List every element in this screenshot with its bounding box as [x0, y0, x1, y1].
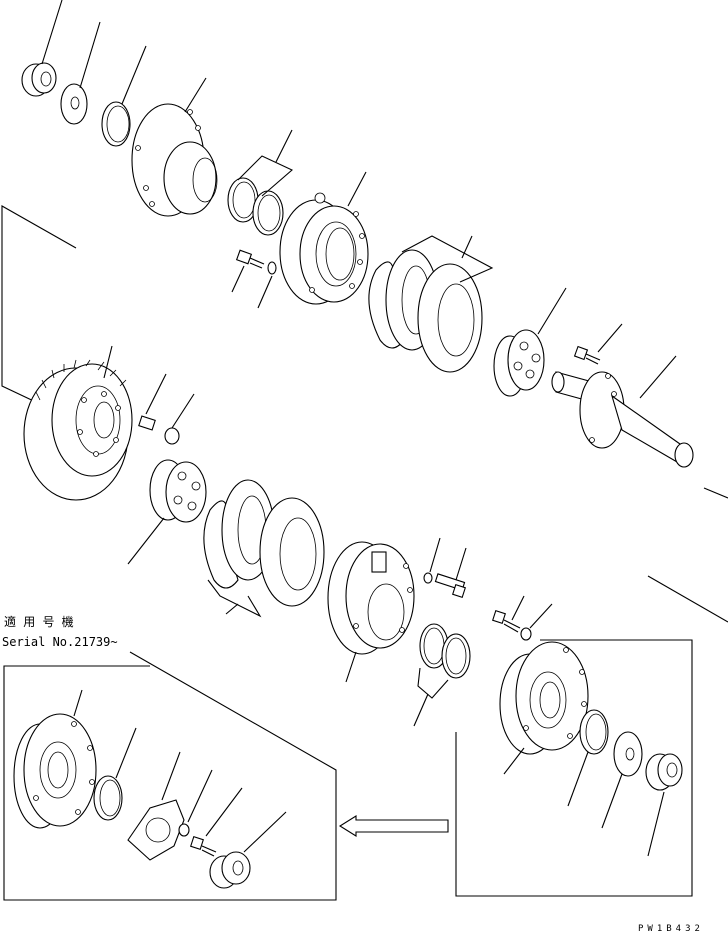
part-lock-plate-variant	[127, 751, 185, 861]
part-bearing-top	[493, 287, 567, 397]
serial-number-text: Serial No.21739~	[2, 635, 118, 649]
part-nut-variant	[209, 811, 287, 889]
part-snap-ring-top	[101, 45, 147, 147]
part-nut-top	[21, 0, 63, 97]
part-bolt-mid	[423, 537, 467, 598]
serial-applicable-label: 適 用 号 機	[4, 614, 74, 629]
part-bolt-shaft	[573, 323, 623, 365]
part-cage-housing	[279, 171, 369, 305]
part-shims-top	[368, 235, 494, 373]
part-bolt-variant	[190, 787, 243, 857]
part-shims-mid	[203, 479, 325, 618]
part-orings-top	[227, 129, 294, 236]
part-nut-lower	[645, 753, 683, 857]
part-hub-variant	[13, 689, 97, 829]
part-snap-ring-lower	[567, 709, 609, 807]
part-lock-washer	[60, 21, 101, 125]
part-output-shaft	[551, 355, 694, 468]
part-hub-lower	[499, 641, 589, 775]
part-washer-lower	[601, 731, 643, 829]
part-gear-nut	[164, 393, 195, 445]
part-bearing-mid	[127, 459, 207, 565]
part-washer-variant	[178, 769, 213, 837]
part-bolt-mid-top	[231, 249, 277, 309]
drawing-id: PW1B432	[638, 924, 704, 934]
part-bolt-lower	[492, 595, 553, 641]
part-snap-ring-variant	[93, 727, 137, 821]
part-orings-mid	[413, 623, 471, 727]
part-bevel-gear	[23, 345, 133, 501]
variant-arrow-icon	[338, 815, 449, 837]
part-cage-mid	[327, 541, 415, 683]
part-flange-top	[131, 77, 218, 217]
part-gear-bolt	[138, 373, 167, 431]
